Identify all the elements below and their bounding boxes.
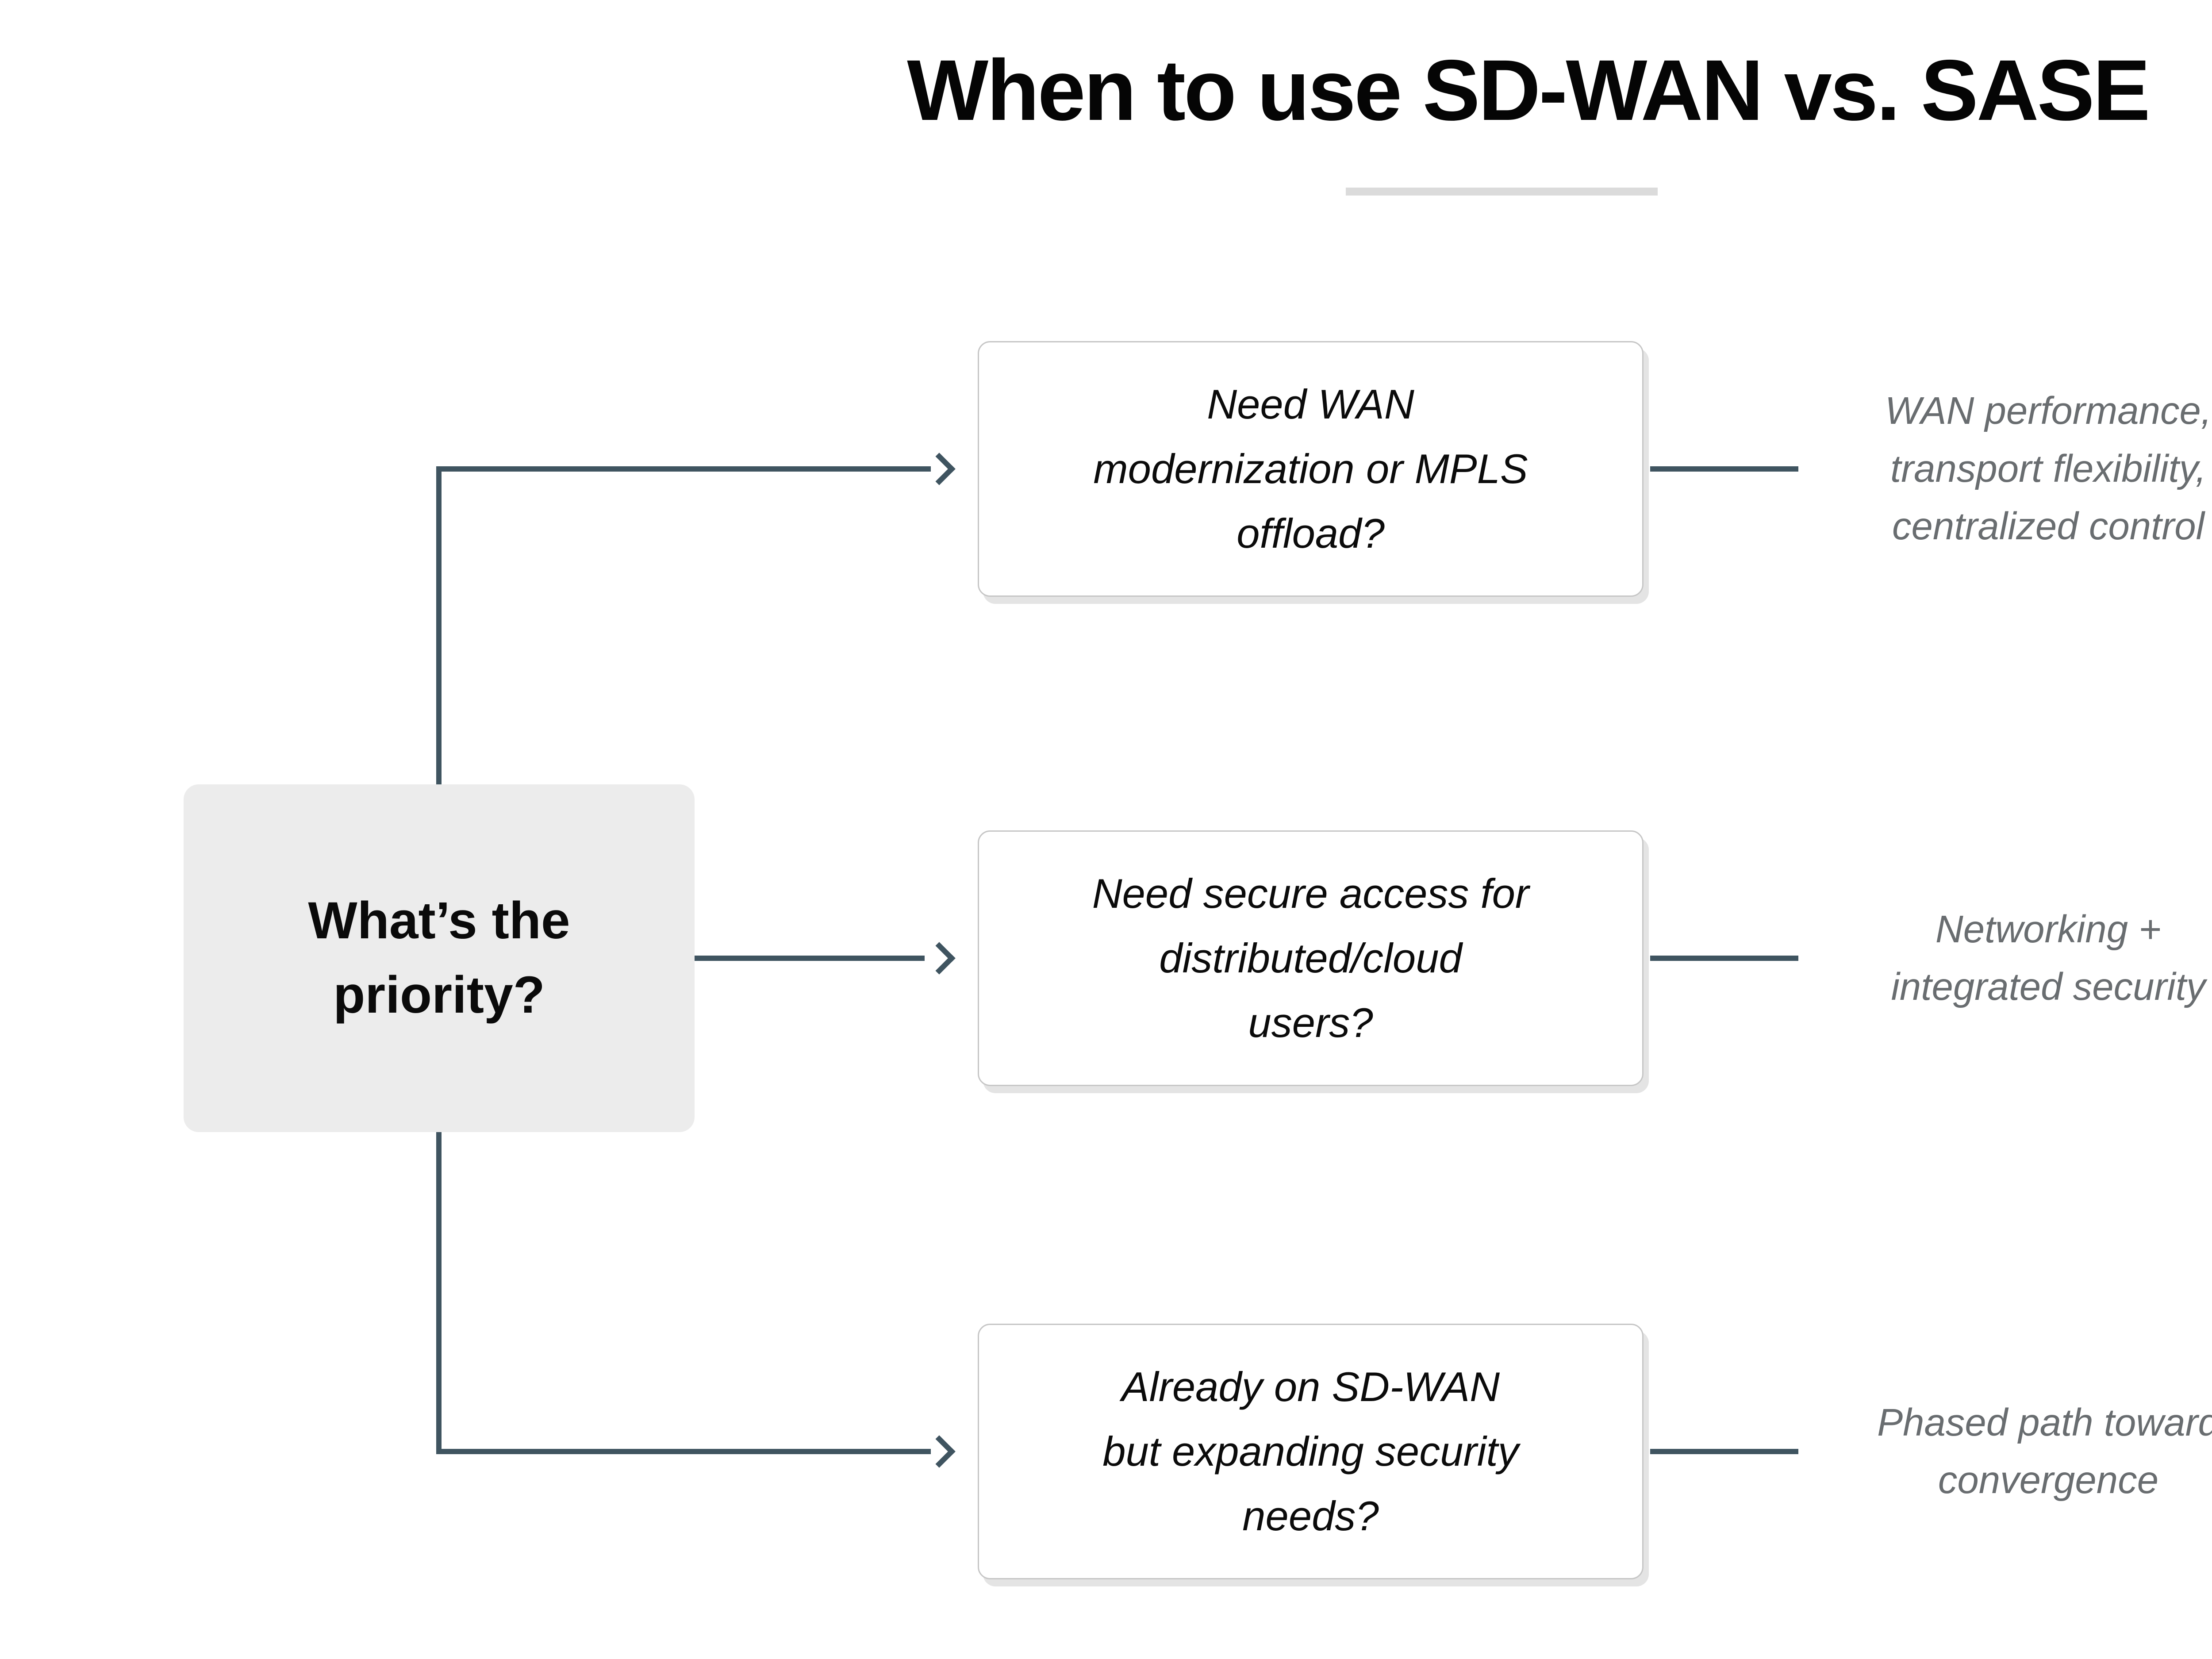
connector-root-to-row1-vertical [436,466,442,784]
question-box-expanding-security: Already on SD-WAN but expanding security… [978,1324,1644,1579]
arrowhead-icon [923,942,956,975]
root-question-label: What’s the priority? [308,891,570,1024]
question-label: Need WAN modernization or MPLS offload? [1093,381,1528,557]
connector-question-to-criteria [1650,956,1798,961]
root-question-box: What’s the priority? [184,784,695,1132]
criteria-label: Networking + integrated security [1891,907,2206,1009]
connector-root-to-row1-horizontal [436,466,931,472]
question-label: Already on SD-WAN but expanding security… [1102,1363,1519,1539]
criteria-label: Phased path toward convergence [1877,1401,2212,1502]
connector-root-to-row2-horizontal [695,956,925,961]
criteria-text-block: Phased path toward convergence [1814,1324,2212,1579]
question-box-secure-access: Need secure access for distributed/cloud… [978,830,1644,1086]
arrowhead-icon [923,1435,956,1468]
page-title: When to use SD-WAN vs. SASE [907,42,2151,138]
criteria-text-block: Networking + integrated security [1814,830,2212,1086]
question-label: Need secure access for distributed/cloud… [1092,870,1529,1046]
criteria-text-block: WAN performance, transport flexibility, … [1814,341,2212,597]
connector-root-to-row3-horizontal [436,1449,931,1454]
connector-question-to-criteria [1650,1449,1798,1454]
question-box-wan-modernization: Need WAN modernization or MPLS offload? [978,341,1644,597]
title-divider [1346,188,1658,196]
criteria-label: WAN performance, transport flexibility, … [1885,389,2212,548]
connector-root-to-row3-vertical [436,1132,442,1454]
connector-question-to-criteria [1650,466,1798,472]
arrowhead-icon [923,453,956,485]
